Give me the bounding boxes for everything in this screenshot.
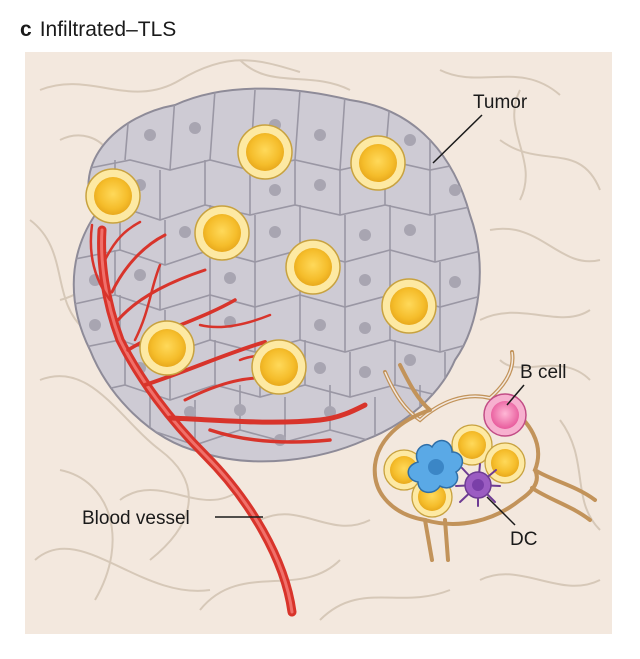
- b-cell: [483, 393, 527, 437]
- connective-tissue-fibers: [29, 59, 601, 621]
- panel-title: c Infiltrated–TLS: [20, 18, 176, 42]
- dc-leader-line: [486, 496, 516, 526]
- dc-label: DC: [510, 529, 537, 550]
- tumor-label: Tumor: [473, 92, 528, 113]
- panel-letter: c: [20, 18, 32, 41]
- b-cell-label: B cell: [520, 362, 566, 383]
- tls-t-cells: [383, 424, 526, 518]
- dendritic-cell: [455, 463, 501, 507]
- blood-vessel-label: Blood vessel: [82, 508, 190, 529]
- panel-title-text: Infiltrated–TLS: [39, 18, 177, 41]
- tertiary-lymphoid-structure: [372, 350, 597, 562]
- b-cell-leader-line: [506, 384, 525, 406]
- infiltrating-t-cells: [85, 124, 437, 395]
- macrophage: [407, 439, 464, 494]
- tumor-cell-nuclei: [89, 119, 461, 446]
- tumor-leader-line: [432, 114, 483, 164]
- leader-lines: [215, 114, 525, 526]
